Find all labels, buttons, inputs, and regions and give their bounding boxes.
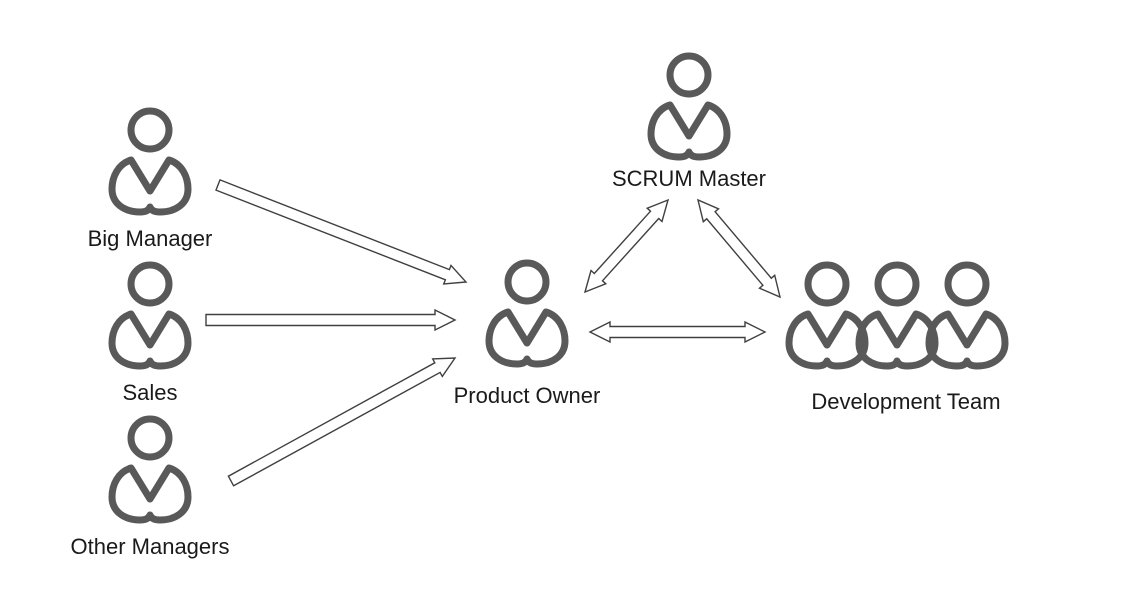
other-managers-label: Other Managers — [71, 534, 230, 559]
scrum-master-label: SCRUM Master — [612, 166, 766, 191]
big-manager-label: Big Manager — [88, 226, 213, 251]
sales-label: Sales — [122, 380, 177, 405]
product-owner-label: Product Owner — [454, 383, 601, 408]
scrum-master-person-icon — [651, 56, 727, 157]
arrow-sales-to-product-owner — [205, 308, 457, 332]
arrow-product-owner-to-development-team — [588, 320, 767, 344]
sales-person-icon — [112, 265, 188, 366]
development-team-label: Development Team — [811, 389, 1000, 414]
arrow-other-managers-to-product-owner — [227, 357, 457, 487]
other-managers-person-icon — [112, 419, 188, 520]
big-manager-person-icon — [112, 111, 188, 212]
arrow-scrum-master-to-development-team — [696, 198, 782, 299]
development-team-team-icon — [789, 265, 1005, 366]
arrow-product-owner-to-scrum-master — [583, 198, 670, 294]
arrows-layer — [205, 178, 782, 487]
product-owner-person-icon — [489, 263, 565, 364]
arrow-big-manager-to-product-owner — [215, 178, 468, 285]
